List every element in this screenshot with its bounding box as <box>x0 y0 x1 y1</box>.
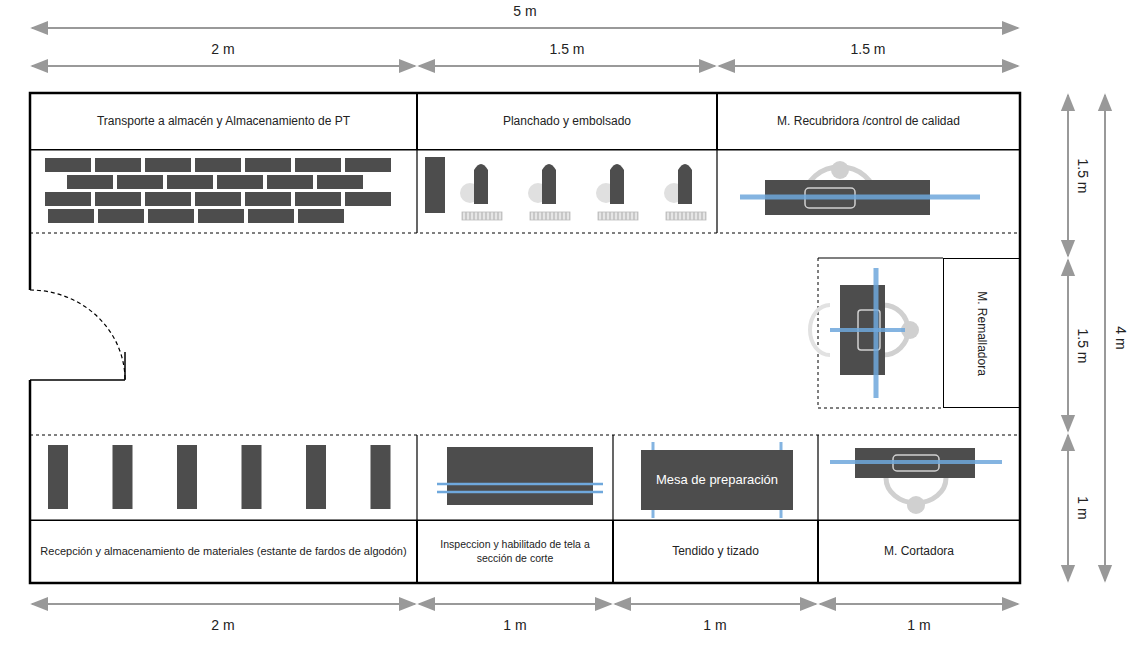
finished-goods-stack <box>45 158 391 223</box>
zone-name: M. Recubridora /control de calidad <box>771 114 966 129</box>
ironing-stations <box>425 157 706 220</box>
dimension-label: 1.5 m <box>847 42 888 57</box>
zone-name: Recepción y almacenamiento de materiales… <box>34 545 412 559</box>
material-shelves <box>48 445 391 509</box>
cutting-machine <box>830 448 1002 514</box>
dimension-label: 1 m <box>904 618 933 633</box>
zone-label: Tendido y tizado <box>613 520 818 583</box>
zone-name: Inspeccion y habilitado de tela a secció… <box>418 538 612 564</box>
machine-label: M. Remalladora <box>943 258 1020 408</box>
dimension-label: 1 m <box>500 618 529 633</box>
zone-label: M. Recubridora /control de calidad <box>717 93 1020 150</box>
overlock-machine <box>810 268 919 398</box>
dimension-lines <box>32 28 1105 604</box>
dimension-label: 2 m <box>208 42 237 57</box>
dimension-label: 1 m <box>1074 493 1089 522</box>
prep-table: Mesa de preparación <box>641 450 793 510</box>
zone-name: Transporte a almacén y Almacenamiento de… <box>91 114 356 129</box>
dimension-label: 1.5 m <box>1074 325 1089 366</box>
dimension-label: 2 m <box>208 618 237 633</box>
dimension-label: 1.5 m <box>546 42 587 57</box>
zone-label: Inspeccion y habilitado de tela a secció… <box>417 520 613 583</box>
zone-label: M. Cortadora <box>818 520 1020 583</box>
zone-label: Planchado y embolsado <box>417 93 717 150</box>
zone-name: Mesa de preparación <box>650 472 784 488</box>
inspection-table <box>437 447 603 505</box>
dimension-label: 1 m <box>700 618 729 633</box>
zone-name: Planchado y embolsado <box>497 114 637 129</box>
dimension-label: 4 m <box>1112 323 1127 352</box>
coverstitch-machine <box>740 161 980 215</box>
dimension-label: 1.5 m <box>1074 155 1089 196</box>
zone-name: Tendido y tizado <box>666 544 765 559</box>
dimension-label: 5 m <box>510 4 539 19</box>
zone-label: Transporte a almacén y Almacenamiento de… <box>30 93 417 150</box>
zone-label: Recepción y almacenamiento de materiales… <box>30 520 417 583</box>
zone-name: M. Remalladora <box>974 291 989 376</box>
zone-name: M. Cortadora <box>878 544 960 559</box>
door <box>30 290 125 380</box>
walls <box>30 93 1020 583</box>
